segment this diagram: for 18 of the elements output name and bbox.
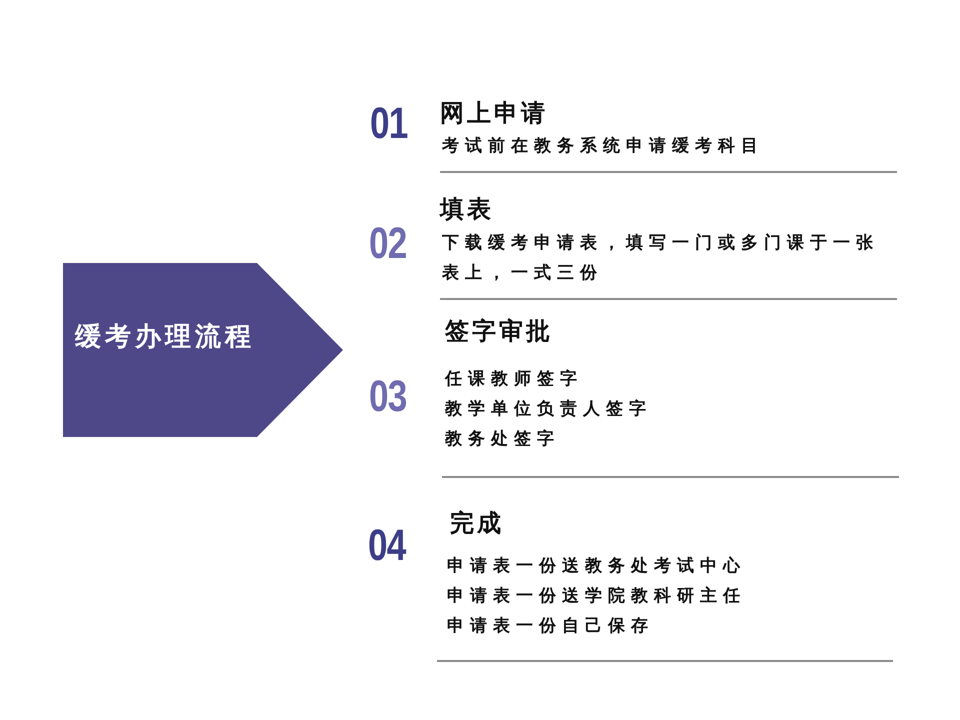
step-description: 申请表一份送教务处考试中心 bbox=[447, 555, 746, 578]
step-description: 申请表一份送学院教科研主任 bbox=[447, 585, 746, 608]
step-number: 03 bbox=[369, 380, 407, 414]
step-description: 申请表一份自己保存 bbox=[447, 615, 654, 638]
step-description: 下载缓考申请表，填写一门或多门课于一张表上，一式三份 bbox=[442, 232, 880, 285]
step-heading: 网上申请 bbox=[440, 100, 548, 126]
step-description: 教学单位负责人签字 bbox=[445, 398, 652, 421]
step-heading: 签字审批 bbox=[445, 318, 553, 344]
flow-title: 缓考办理流程 bbox=[75, 322, 255, 352]
step-number: 02 bbox=[369, 227, 407, 261]
step-description: 教务处签字 bbox=[445, 428, 560, 451]
step-description: 考试前在教务系统申请缓考科目 bbox=[442, 135, 764, 158]
step-description: 任课教师签字 bbox=[445, 368, 583, 391]
step-heading: 填表 bbox=[440, 196, 494, 222]
pentagon-arrow bbox=[63, 263, 343, 437]
step-number: 04 bbox=[368, 529, 406, 563]
step-number: 01 bbox=[370, 107, 408, 141]
step-heading: 完成 bbox=[450, 510, 504, 536]
